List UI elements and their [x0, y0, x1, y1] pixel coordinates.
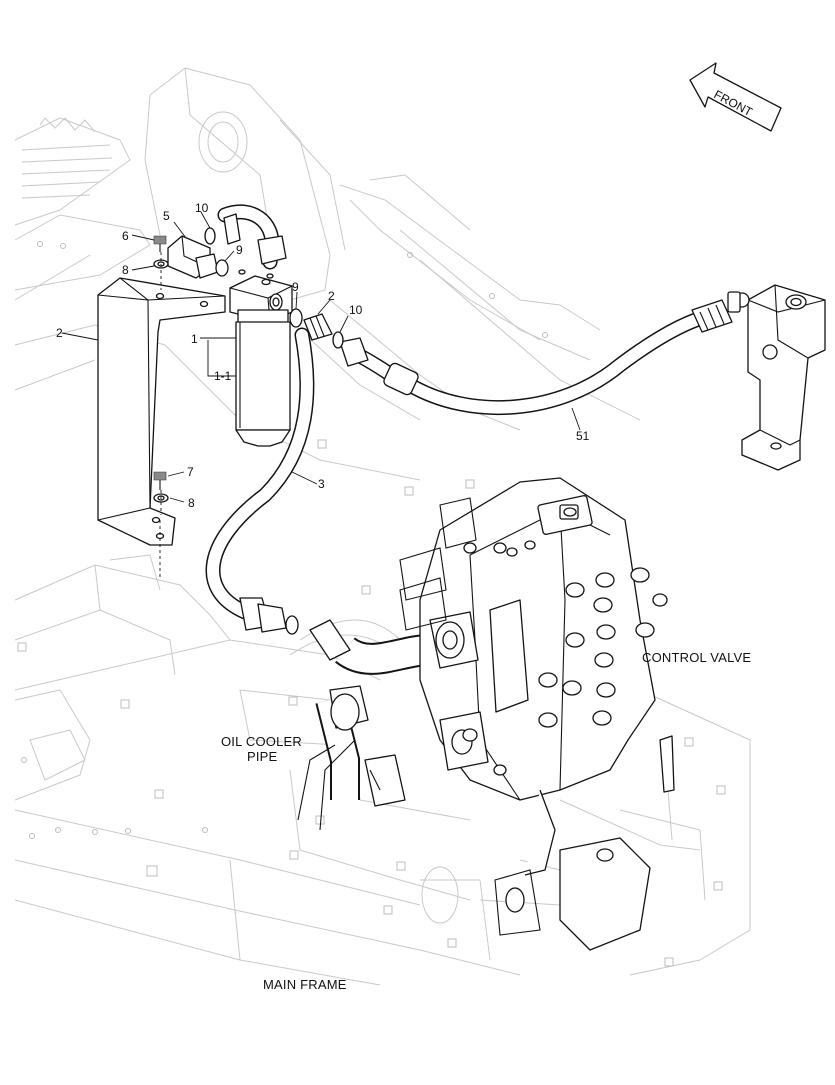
right-mounting-bracket [727, 284, 826, 471]
oil-filter-assembly [229, 269, 293, 447]
hose-51 [339, 299, 733, 416]
oil-cooler-pipe [297, 619, 431, 831]
callout-1: 1 [191, 332, 198, 346]
callout-labels: 10 5 6 9 8 9 2 10 2 1 1-1 51 7 3 8 [56, 201, 590, 510]
callout-1-1: 1-1 [214, 369, 232, 383]
callout-6: 6 [122, 229, 129, 243]
valve-spool-caps [462, 540, 668, 776]
background-structure [14, 67, 751, 986]
callout-9-top: 9 [236, 243, 243, 257]
callout-7: 7 [187, 465, 194, 479]
leader-lines [61, 211, 581, 503]
frame-hole-marks [21, 241, 548, 839]
control-valve [364, 477, 675, 951]
callout-8-top: 8 [122, 263, 129, 277]
upper-elbow-hose [217, 204, 287, 270]
control-valve-label: CONTROL VALVE [642, 650, 751, 665]
oil-cooler-pipe-label-line2: PIPE [247, 749, 278, 764]
callout-9-right: 9 [292, 280, 299, 294]
callout-5: 5 [163, 209, 170, 223]
main-frame-label: MAIN FRAME [263, 977, 347, 992]
fittings-and-orings [153, 227, 344, 580]
oil-cooler-pipe-label-line1: OIL COOLER [221, 734, 302, 749]
callout-4: 2 [328, 289, 335, 303]
callout-2: 2 [56, 326, 63, 340]
bracket-2 [97, 277, 226, 546]
callout-8-bottom: 8 [188, 496, 195, 510]
hose-3 [205, 327, 315, 635]
area-labels: CONTROL VALVE OIL COOLER PIPE MAIN FRAME [221, 650, 751, 992]
callout-10-right: 10 [349, 303, 363, 317]
callout-3: 3 [318, 477, 325, 491]
callout-51: 51 [576, 429, 590, 443]
callout-10-top: 10 [195, 201, 209, 215]
front-direction-arrow: FRONT [689, 62, 782, 132]
